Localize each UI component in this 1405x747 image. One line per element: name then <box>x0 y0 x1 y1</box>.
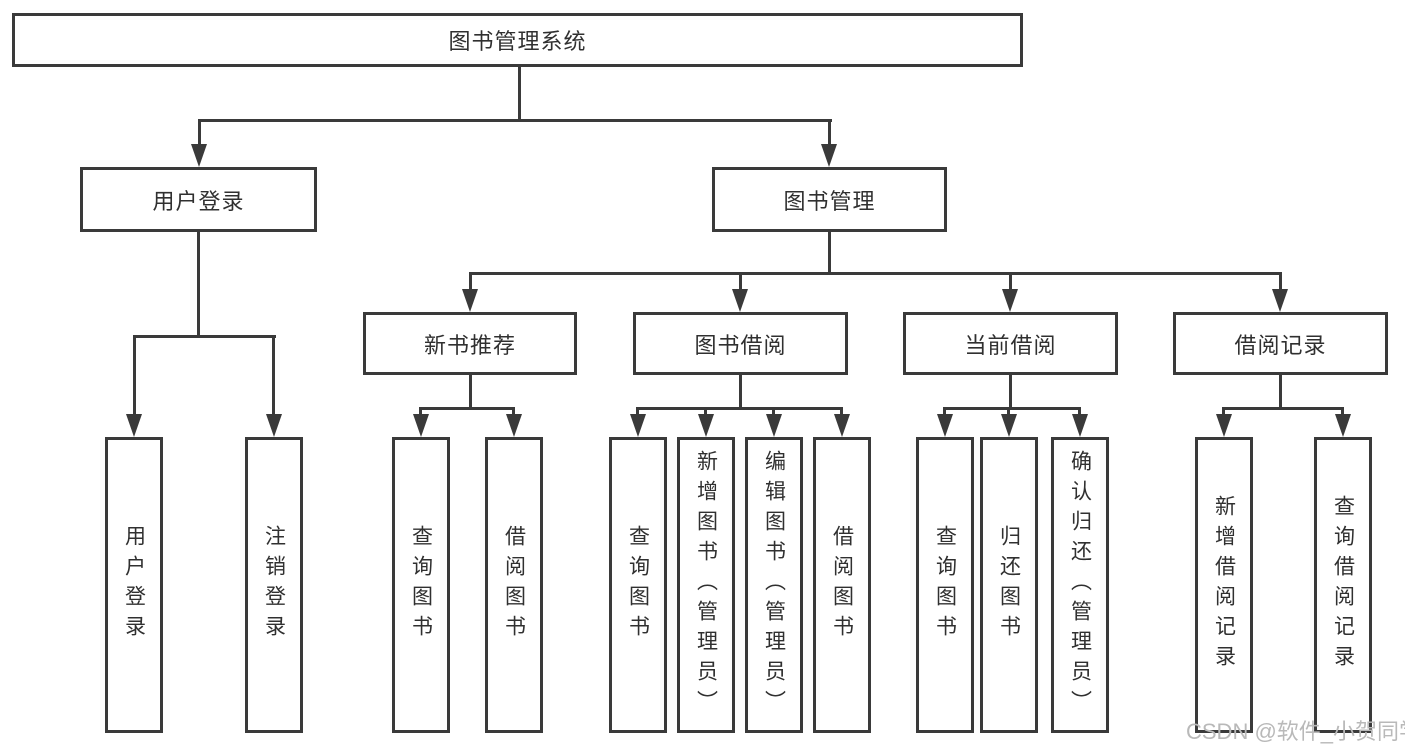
leaf-add-borrow-record-label: 新增借阅记录 <box>1212 495 1236 675</box>
connector-leaf-drop <box>1341 407 1344 416</box>
connector-borrow-stem <box>739 375 742 407</box>
connector-records-bar <box>1222 407 1344 410</box>
connector-root-stem <box>518 67 521 119</box>
leaf-query-books-borrow: 查询图书 <box>609 437 667 733</box>
arrow-down-icon <box>126 414 142 437</box>
leaf-borrow-books-recommend-label: 借阅图书 <box>502 525 526 645</box>
arrow-down-icon <box>834 414 850 437</box>
leaf-add-borrow-record: 新增借阅记录 <box>1195 437 1253 733</box>
connector-recommend-bar <box>419 407 515 410</box>
connector-recommend-stem <box>469 375 472 407</box>
connector-leaf-drop <box>943 407 946 416</box>
arrow-down-icon <box>1002 289 1018 312</box>
connector-leaf-drop <box>772 407 775 416</box>
arrow-down-icon <box>506 414 522 437</box>
arrow-down-icon <box>937 414 953 437</box>
leaf-borrow-books-label: 借阅图书 <box>830 525 854 645</box>
arrow-down-icon <box>1072 414 1088 437</box>
connector-user-login-bar <box>133 335 276 338</box>
node-user-login-label: 用户登录 <box>152 188 245 214</box>
node-book-borrow-label: 图书借阅 <box>694 332 787 358</box>
node-book-management: 图书管理 <box>712 167 947 232</box>
leaf-add-book-admin: 新增图书（管理员） <box>677 437 735 733</box>
connector-leaf-drop <box>840 407 843 416</box>
leaf-query-books-recommend-label: 查询图书 <box>409 525 433 645</box>
connector-leaf-drop <box>419 407 422 416</box>
node-current-borrow: 当前借阅 <box>903 312 1118 375</box>
connector-leaf-drop <box>272 335 275 415</box>
leaf-query-books-current: 查询图书 <box>916 437 974 733</box>
leaf-user-login: 用户登录 <box>105 437 163 733</box>
connector-leaf-drop <box>1222 407 1225 416</box>
connector-book-mgmt-stem <box>828 232 831 272</box>
connector-current-stem <box>1009 375 1012 407</box>
arrow-down-icon <box>462 289 478 312</box>
connector-leaf-drop <box>133 335 136 415</box>
leaf-user-login-label: 用户登录 <box>122 525 146 645</box>
connector-user-login-drop <box>198 119 201 146</box>
node-user-login: 用户登录 <box>80 167 317 232</box>
node-borrow-records-label: 借阅记录 <box>1234 332 1327 358</box>
connector-book-mgmt-bar <box>469 272 1282 275</box>
node-new-book-recommend-label: 新书推荐 <box>423 332 516 358</box>
arrow-down-icon <box>630 414 646 437</box>
leaf-query-borrow-record: 查询借阅记录 <box>1314 437 1372 733</box>
node-root: 图书管理系统 <box>12 13 1023 67</box>
connector-records-stem <box>1279 375 1282 407</box>
csdn-watermark: CSDN @软件_小贺同学 <box>1186 719 1405 744</box>
leaf-query-borrow-record-label: 查询借阅记录 <box>1331 495 1355 675</box>
connector-leaf-drop <box>1078 407 1081 416</box>
connector-l2-drop <box>469 272 472 290</box>
connector-book-mgmt-drop <box>828 119 831 146</box>
leaf-confirm-return-admin-label: 确认归还（管理员） <box>1068 450 1092 720</box>
arrow-down-icon <box>266 414 282 437</box>
arrow-down-icon <box>1335 414 1351 437</box>
connector-l2-drop <box>739 272 742 290</box>
arrow-down-icon <box>766 414 782 437</box>
leaf-return-book: 归还图书 <box>980 437 1038 733</box>
arrow-down-icon <box>1001 414 1017 437</box>
node-new-book-recommend: 新书推荐 <box>363 312 577 375</box>
arrow-down-icon <box>698 414 714 437</box>
arrow-down-icon <box>413 414 429 437</box>
connector-l2-drop <box>1279 272 1282 290</box>
node-borrow-records: 借阅记录 <box>1173 312 1388 375</box>
node-current-borrow-label: 当前借阅 <box>964 332 1057 358</box>
leaf-confirm-return-admin: 确认归还（管理员） <box>1051 437 1109 733</box>
connector-leaf-drop <box>1007 407 1010 416</box>
leaf-query-books-current-label: 查询图书 <box>933 525 957 645</box>
connector-current-bar <box>943 407 1081 410</box>
arrow-down-icon <box>1216 414 1232 437</box>
arrow-down-icon <box>1272 289 1288 312</box>
connector-borrow-bar <box>636 407 843 410</box>
leaf-query-books-recommend: 查询图书 <box>392 437 450 733</box>
leaf-edit-book-admin: 编辑图书（管理员） <box>745 437 803 733</box>
leaf-edit-book-admin-label: 编辑图书（管理员） <box>762 450 786 720</box>
leaf-borrow-books-recommend: 借阅图书 <box>485 437 543 733</box>
leaf-logout: 注销登录 <box>245 437 303 733</box>
arrow-down-icon <box>821 144 837 167</box>
arrow-down-icon <box>732 289 748 312</box>
leaf-borrow-books: 借阅图书 <box>813 437 871 733</box>
connector-leaf-drop <box>636 407 639 416</box>
node-book-borrow: 图书借阅 <box>633 312 848 375</box>
connector-user-login-stem <box>197 232 200 335</box>
connector-l2-drop <box>1009 272 1012 290</box>
arrow-down-icon <box>191 144 207 167</box>
node-book-management-label: 图书管理 <box>783 188 876 214</box>
connector-leaf-drop <box>512 407 515 416</box>
leaf-return-book-label: 归还图书 <box>997 525 1021 645</box>
leaf-query-books-borrow-label: 查询图书 <box>626 525 650 645</box>
leaf-add-book-admin-label: 新增图书（管理员） <box>694 450 718 720</box>
leaf-logout-label: 注销登录 <box>262 525 286 645</box>
node-root-label: 图书管理系统 <box>448 29 587 54</box>
connector-root-bar <box>198 119 832 122</box>
connector-leaf-drop <box>704 407 707 416</box>
